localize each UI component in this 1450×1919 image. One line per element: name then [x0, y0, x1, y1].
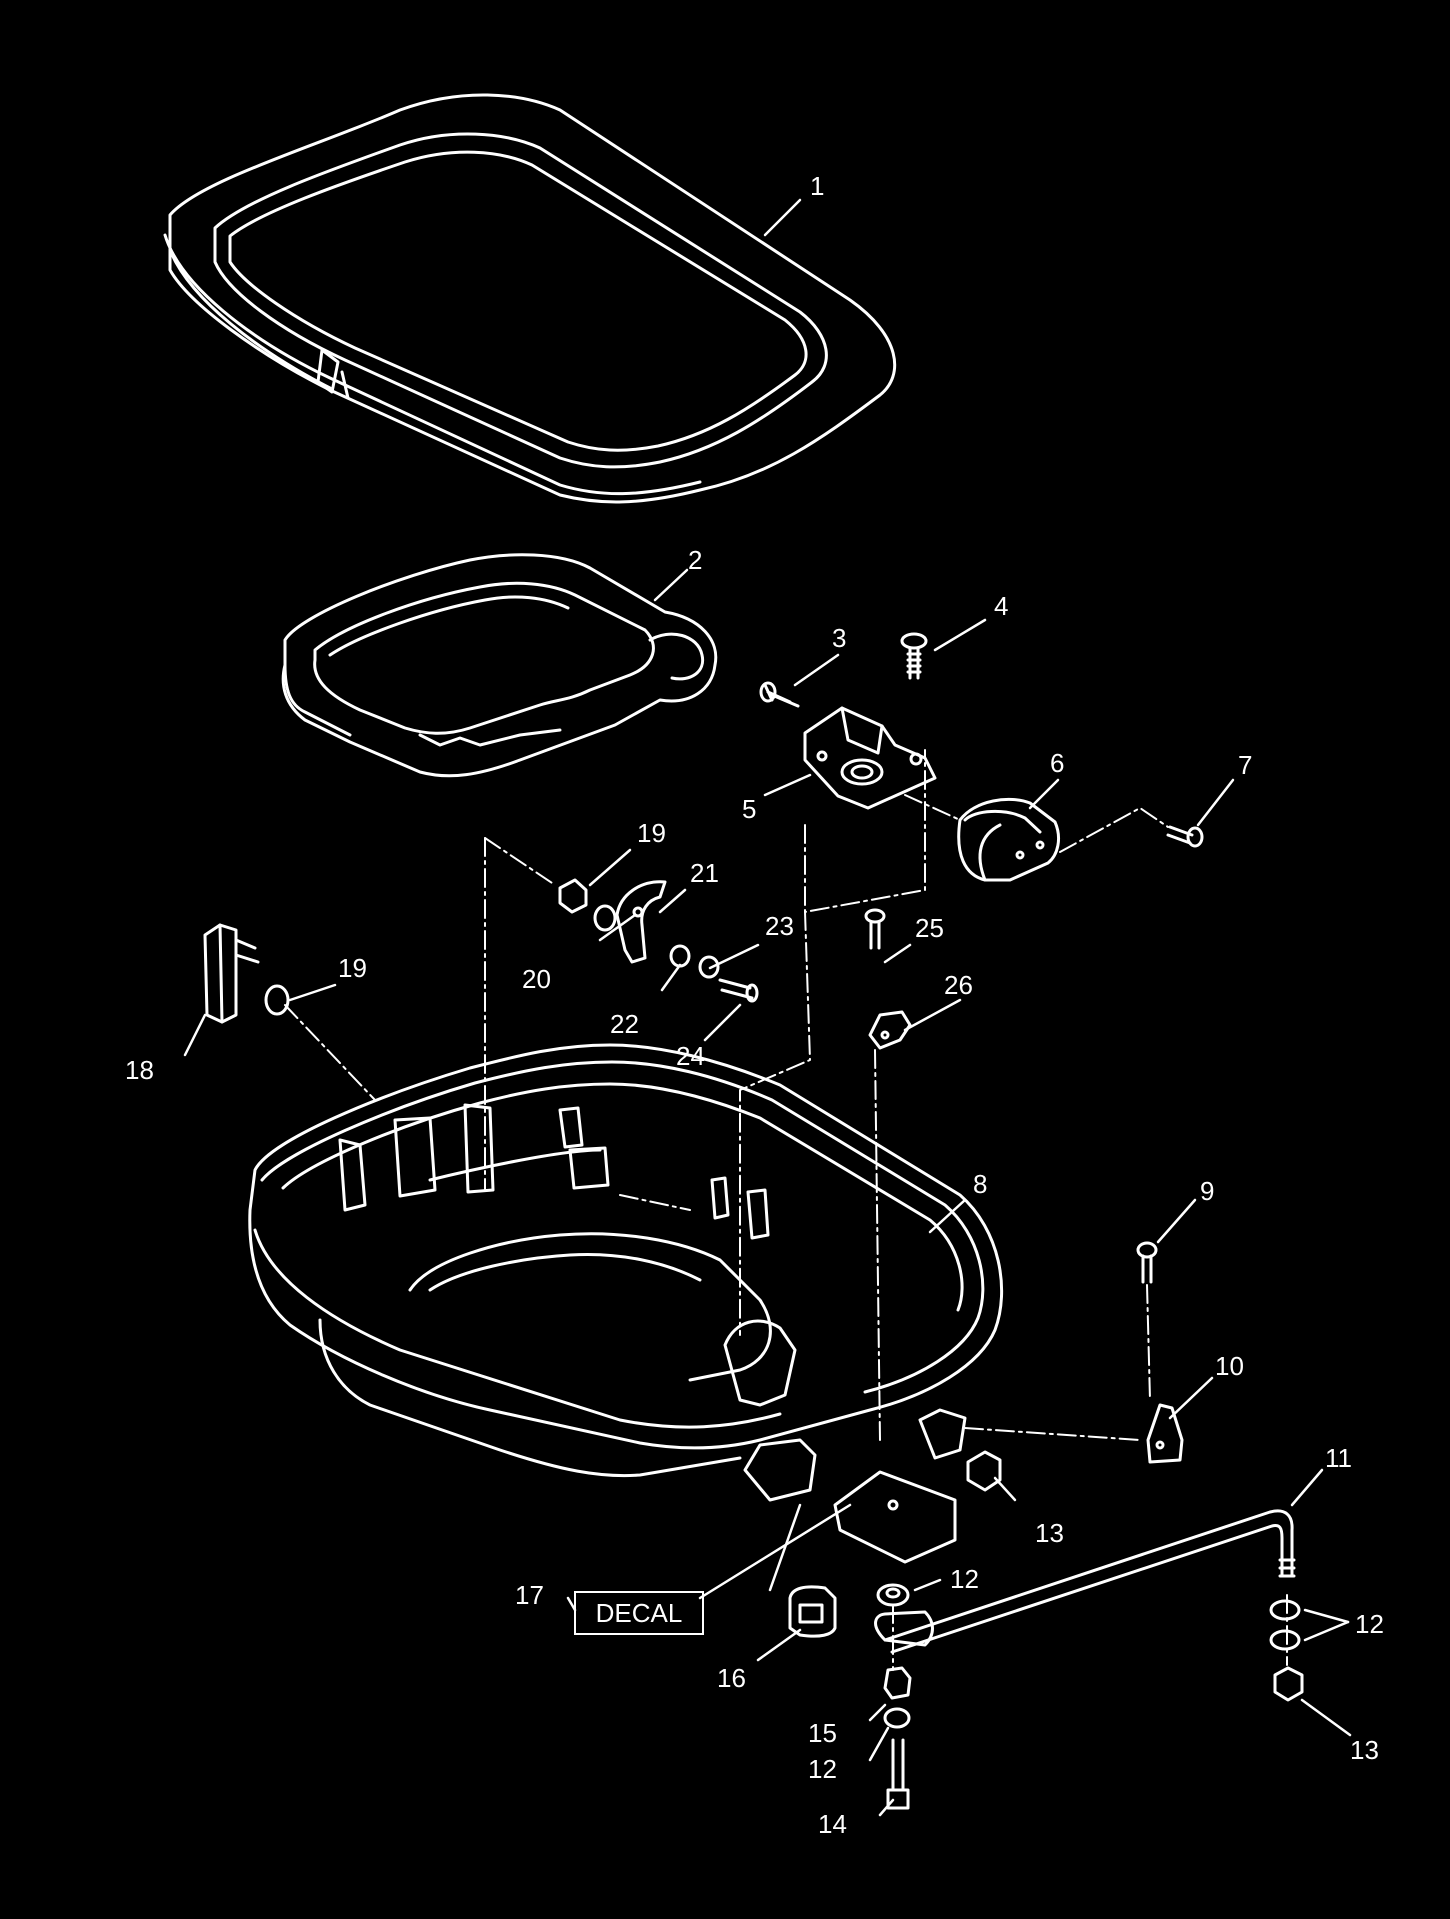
part-23-washer [698, 955, 720, 979]
callout-12-b: 12 [1355, 1609, 1384, 1639]
callout-23: 23 [765, 911, 794, 941]
part-2-gasket [281, 553, 718, 778]
callout-2: 2 [688, 545, 702, 575]
callout-25: 25 [915, 913, 944, 943]
part-19-nut-upper [558, 878, 588, 914]
part-8-lower-pan [248, 1043, 1004, 1564]
callout-15: 15 [808, 1718, 837, 1748]
assembly-guide-lines [284, 749, 1288, 1671]
callout-12-a: 12 [950, 1564, 979, 1594]
part-19-nut-left [264, 984, 290, 1016]
callout-12-c: 12 [808, 1754, 837, 1784]
callout-4: 4 [994, 591, 1008, 621]
decal-label: DECAL [596, 1598, 683, 1628]
part-12-washer-b [1269, 1599, 1301, 1651]
callout-19-a: 19 [637, 818, 666, 848]
callout-9: 9 [1200, 1176, 1214, 1206]
callout-1: 1 [810, 171, 824, 201]
callout-20: 20 [522, 964, 551, 994]
part-1-top-pad [163, 93, 897, 504]
part-6-latch-block [957, 797, 1060, 882]
callout-11: 11 [1325, 1443, 1352, 1473]
part-9-screw [1136, 1241, 1158, 1284]
callout-13-b: 13 [1350, 1735, 1379, 1765]
callout-17: 17 [515, 1580, 544, 1610]
part-25-screw [864, 908, 886, 950]
part-10-catch [1146, 1403, 1184, 1464]
callout-22: 22 [610, 1009, 639, 1039]
part-20-washer [593, 904, 617, 932]
part-21-hook [615, 880, 667, 964]
part-14-bolt [886, 1738, 910, 1810]
part-18-handle [203, 923, 260, 1024]
callout-13-a: 13 [1035, 1518, 1064, 1548]
decal-box: DECAL [574, 1591, 704, 1635]
callout-leaders [183, 198, 1352, 1817]
callout-5: 5 [742, 794, 756, 824]
callout-6: 6 [1050, 748, 1064, 778]
callout-24: 24 [676, 1041, 705, 1071]
callout-26: 26 [944, 970, 973, 1000]
part-12-washer-c [883, 1707, 911, 1729]
part-16-grommet [788, 1585, 837, 1638]
part-5-bracket [803, 706, 937, 810]
callout-16: 16 [717, 1663, 746, 1693]
callout-10: 10 [1215, 1351, 1244, 1381]
part-24-screw [718, 978, 759, 1003]
part-4-screw [900, 632, 928, 680]
callout-18: 18 [125, 1055, 154, 1085]
part-26-clip [868, 1010, 912, 1050]
callout-21: 21 [690, 858, 719, 888]
part-13-nut-a [966, 1450, 1002, 1492]
callout-19-b: 19 [338, 953, 367, 983]
callout-14: 14 [818, 1809, 847, 1839]
part-15-bushing [883, 1666, 912, 1700]
part-11-rod [874, 1509, 1296, 1654]
callout-8: 8 [973, 1169, 987, 1199]
callout-3: 3 [832, 623, 846, 653]
part-7-screw [1166, 825, 1204, 848]
part-3-screw [759, 681, 800, 708]
callout-7: 7 [1238, 750, 1252, 780]
callout-labels: 1 2 3 4 5 6 7 8 9 10 11 12 12 12 13 13 1… [125, 171, 1384, 1839]
part-13-nut-b [1273, 1666, 1304, 1702]
